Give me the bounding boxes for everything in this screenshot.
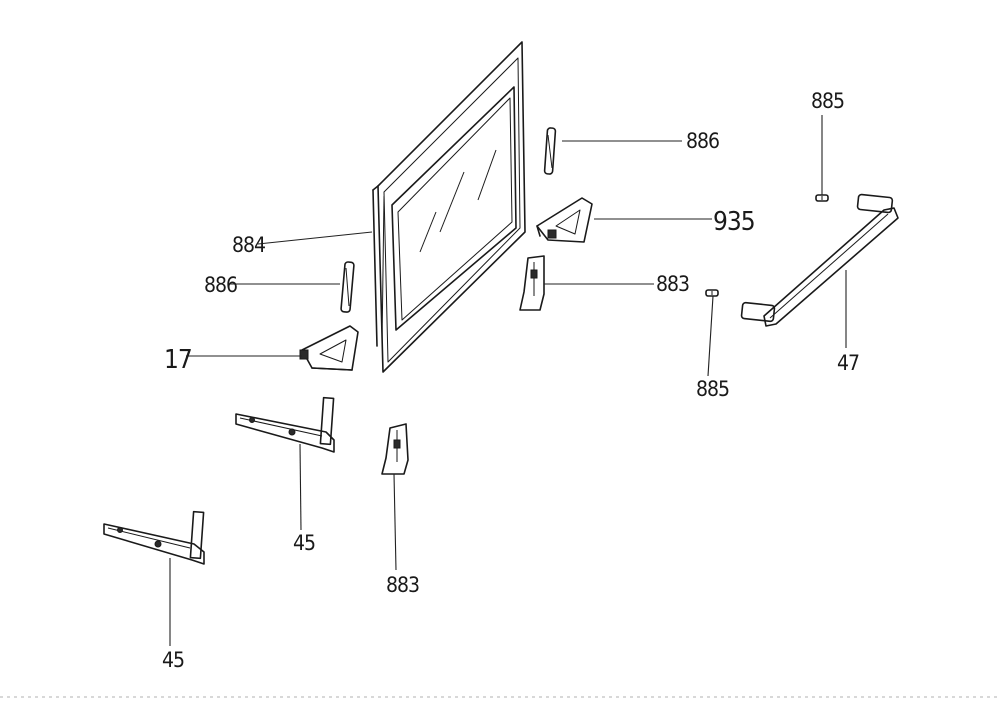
door-panel <box>372 41 526 373</box>
hinge-upper <box>235 396 335 453</box>
door-handle <box>740 193 899 327</box>
seal-strip-left <box>340 261 355 313</box>
callout-883-lower: 883 <box>386 573 419 597</box>
hinge-receiver-upper <box>519 255 545 311</box>
callout-45-lower: 45 <box>162 648 184 672</box>
callout-47: 47 <box>837 351 859 375</box>
callout-883-upper: 883 <box>656 272 689 296</box>
screw-bottom <box>705 289 719 297</box>
callout-884: 884 <box>232 233 265 257</box>
callout-17: 17 <box>164 345 192 375</box>
callout-885-top: 885 <box>811 89 844 113</box>
callout-935: 935 <box>713 207 755 237</box>
callout-885-bottom: 885 <box>696 377 729 401</box>
hinge-lower <box>103 510 205 565</box>
seal-strip-right <box>543 127 557 175</box>
leader-lines <box>169 115 847 646</box>
hinge-bracket-left <box>299 325 359 371</box>
callout-45-upper: 45 <box>293 531 315 555</box>
callout-886-right: 886 <box>686 129 719 153</box>
hinge-receiver-lower <box>381 423 409 475</box>
callout-886-left: 886 <box>204 273 237 297</box>
screw-top <box>815 194 829 202</box>
hinge-bracket-right <box>536 197 593 243</box>
